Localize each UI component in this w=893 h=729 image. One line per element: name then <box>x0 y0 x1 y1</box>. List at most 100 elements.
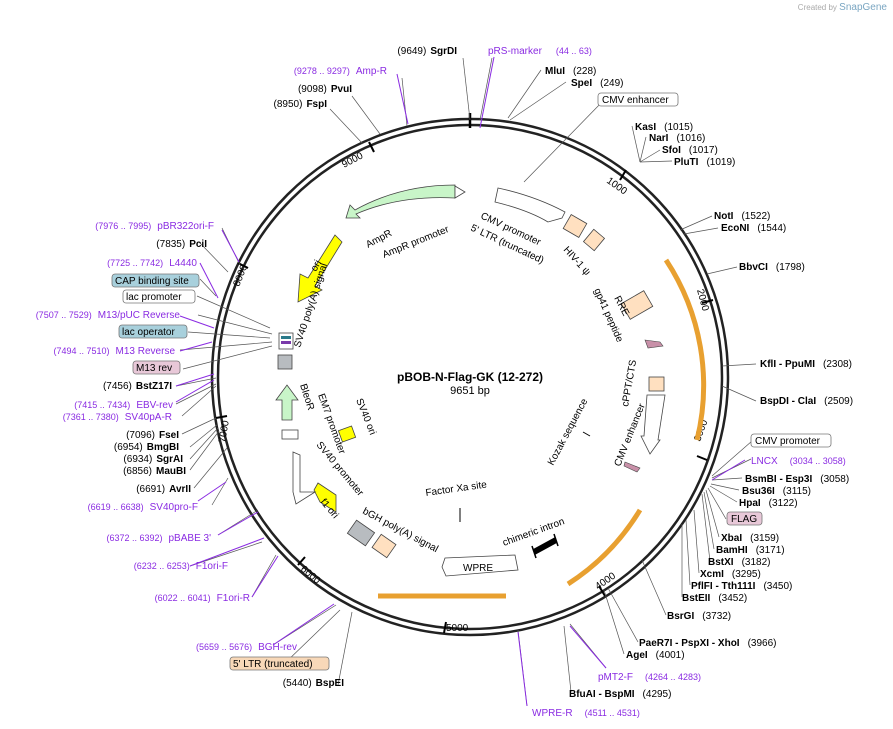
site-name: KasI <box>635 122 656 133</box>
feat-ori: ori <box>309 258 324 273</box>
site-pos: (7835) <box>156 239 185 250</box>
site-name: BspDI - ClaI <box>760 396 816 407</box>
hiv-psi-block <box>562 214 588 238</box>
site-pos: (5440) <box>283 678 312 689</box>
ampr-promoter-arrow <box>454 185 466 199</box>
site-name: BstXI <box>708 557 734 568</box>
primer-pbr322ori-f: (7976 .. 7995)pBR322ori-F <box>95 221 214 232</box>
credit-prefix: Created by <box>797 3 837 12</box>
cmv-promoter-top <box>494 187 566 223</box>
site-pos: (3182) <box>742 557 771 568</box>
site-bsu36i: Bsu36I (3115) <box>742 486 811 497</box>
m13-rev-label: M13 rev <box>136 363 172 374</box>
primer-range: (6619 .. 6638) <box>88 502 144 512</box>
site-pos: (3115) <box>783 486 811 497</box>
site-pos: (6691) <box>136 484 165 495</box>
site-econi: EcoNI(1544) <box>721 223 786 234</box>
kozak-tick <box>582 431 591 437</box>
primer-name: F1ori-R <box>217 593 250 604</box>
site-avrii: (6691) AvrII <box>136 484 191 495</box>
site-fsei: (7096)FseI <box>126 430 179 441</box>
primer-range: (7725 .. 7742) <box>107 258 163 268</box>
site-name: BamHI <box>716 545 748 556</box>
m13-mark <box>281 341 291 344</box>
site-pos: (1016) <box>676 133 705 144</box>
site-name: PvuI <box>331 84 352 95</box>
primer-range: (7507 .. 7529) <box>36 310 92 320</box>
primer-prs-marker: pRS-marker(44 .. 63) <box>488 46 592 57</box>
primer-amp-r: (9278 .. 9297)Amp-R <box>294 66 387 77</box>
tick-label-6000: 6000 <box>298 564 322 587</box>
site-pos: (2509) <box>824 396 853 407</box>
feat-cppt: cPPT/CTS <box>620 359 639 408</box>
site-name: Bsu36I <box>742 486 775 497</box>
tick-5000 <box>443 621 447 634</box>
primer-name: pBABE 3' <box>169 533 212 544</box>
cmv-enhancer-inner <box>640 394 666 455</box>
bgh-block <box>346 519 376 547</box>
site-nari: NarI (1016) <box>649 133 705 144</box>
site-spei: SpeI(249) <box>571 78 623 89</box>
cmv-enhancer-box <box>597 92 679 107</box>
tick-9000 <box>368 141 375 153</box>
site-pos: (3732) <box>702 611 731 622</box>
ori-arrow <box>297 234 343 303</box>
site-bfuai: BfuAI - BspMI(4295) <box>569 689 671 700</box>
tick-1000 <box>619 169 627 181</box>
site-pos: (6954) <box>114 442 143 453</box>
primer-name: pBR322ori-F <box>157 221 214 232</box>
primer-range: (4264 .. 4283) <box>645 672 701 682</box>
site-name: BfuAI - BspMI <box>569 689 635 700</box>
site-name: BsrGI <box>667 611 694 622</box>
primer-range: (4511 .. 4531) <box>585 708 640 718</box>
wpre-arrow <box>441 554 519 577</box>
site-bmgbi: (6954)BmgBI <box>114 442 179 453</box>
cmv-promoter-box <box>750 433 832 448</box>
primer-pbabe3: (6372 .. 6392) pBABE 3' <box>106 533 211 544</box>
primer-f1ori-r: (6022 .. 6041) F1ori-R <box>155 593 250 604</box>
primer-range: (7415 .. 7434) <box>74 400 130 410</box>
primer-range: (3034 .. 3058) <box>790 456 846 466</box>
site-kfli: KflI - PpuMI(2308) <box>760 359 852 370</box>
tick-7000 <box>215 415 228 419</box>
site-xbai: XbaI(3159) <box>721 533 779 544</box>
gp41-block <box>644 339 664 349</box>
site-name: FspI <box>306 99 327 110</box>
site-xcmi: XcmI(3295) <box>700 569 761 580</box>
feat-factor-xa: Factor Xa site <box>425 479 488 499</box>
feat-sv40ori: SV40 ori <box>353 397 378 437</box>
site-name: BstEII <box>682 593 711 604</box>
rre-block <box>620 290 654 320</box>
site-pos: (9098) <box>298 84 327 95</box>
cap-binding-label: CAP binding site <box>115 276 189 287</box>
primer-range: (6022 .. 6041) <box>155 593 211 603</box>
plasmid-size: 9651 bp <box>450 385 490 397</box>
site-pos: (3058) <box>820 474 849 485</box>
site-agei: AgeI(4001) <box>626 650 685 661</box>
chimeric-intron <box>532 537 558 555</box>
tick-6000 <box>297 556 306 566</box>
site-pos: (8950) <box>274 99 303 110</box>
site-sgrdi: (9649)SgrDI <box>397 46 457 57</box>
site-bstxi: BstXI (3182) <box>708 557 770 568</box>
flag-label: FLAG <box>731 514 757 525</box>
primer-range: (44 .. 63) <box>556 46 592 56</box>
cmv-enhancer-box-label: CMV enhancer <box>602 95 669 106</box>
site-paer7i: PaeR7I - PspXI - XhoI(3966) <box>639 638 777 649</box>
primer-range: (5659 .. 5676) <box>196 642 252 652</box>
site-pflfi: PflFI - Tth111I(3450) <box>691 581 792 592</box>
primer-range: (6372 .. 6392) <box>106 533 162 543</box>
primer-name: SV40pro-F <box>150 502 198 513</box>
site-pos: (228) <box>573 66 596 77</box>
site-name: AvrII <box>169 484 191 495</box>
site-pos: (1015) <box>664 122 693 133</box>
ltr-box <box>229 656 330 671</box>
hiv-psi-block-2 <box>582 228 606 252</box>
primer-range: (6232 .. 6253) <box>134 561 190 571</box>
site-bsmbi: BsmBI - Esp3I (3058) <box>745 474 849 485</box>
site-name: BsmBI - Esp3I <box>745 474 812 485</box>
site-name: NarI <box>649 133 669 144</box>
primer-leaders <box>175 56 746 707</box>
leader-lines-right <box>479 57 757 707</box>
